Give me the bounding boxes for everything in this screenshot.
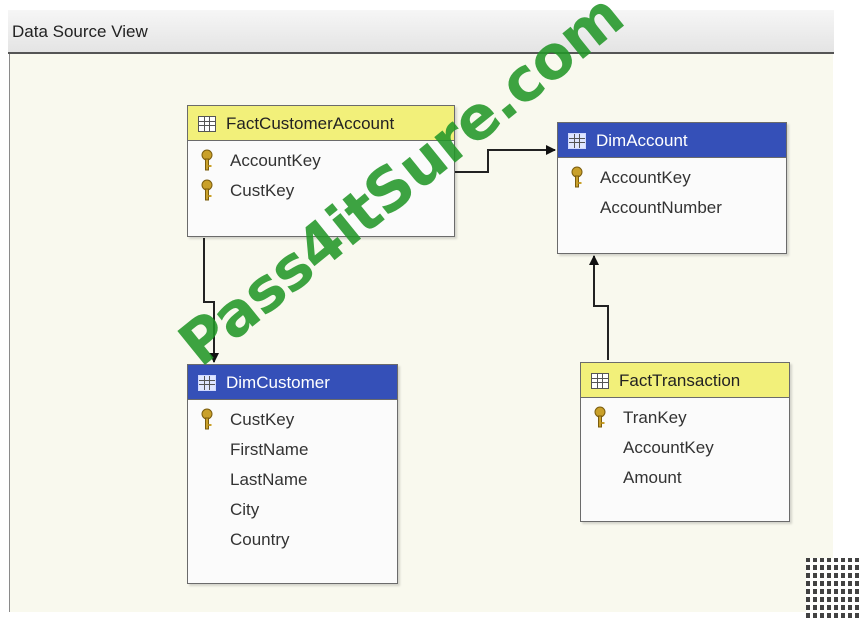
primary-key-icon [201, 408, 213, 430]
primary-key-icon [571, 166, 583, 188]
table-facttransaction[interactable]: FactTransaction TranKey AccountKey Amoun… [580, 362, 790, 522]
table-icon [198, 375, 216, 391]
column-row[interactable]: Amount [581, 462, 789, 492]
column-row[interactable]: LastName [188, 464, 397, 494]
column-row[interactable]: AccountNumber [558, 192, 786, 222]
column-row[interactable]: AccountKey [558, 162, 786, 192]
column-row[interactable]: CustKey [188, 175, 454, 205]
column-name: Country [230, 530, 290, 549]
column-name: CustKey [230, 181, 295, 200]
table-icon [591, 373, 609, 389]
column-row[interactable]: AccountKey [581, 432, 789, 462]
relationship-factcustomeraccount-to-dimaccount[interactable] [455, 145, 556, 173]
column-name: City [230, 500, 260, 519]
column-name: AccountKey [600, 168, 691, 187]
qr-code-icon [806, 558, 860, 618]
column-name: Amount [623, 468, 682, 487]
column-row[interactable]: City [188, 494, 397, 524]
table-title: FactTransaction [619, 371, 741, 390]
table-header[interactable]: FactTransaction [581, 363, 789, 398]
relationship-factcustomeraccount-to-dimcustomer[interactable] [203, 238, 219, 363]
column-name: TranKey [623, 408, 687, 427]
column-name: FirstName [230, 440, 309, 459]
primary-key-icon [201, 149, 213, 171]
table-icon [198, 116, 216, 132]
column-row[interactable]: FirstName [188, 434, 397, 464]
table-title: DimAccount [596, 131, 688, 150]
table-header[interactable]: DimAccount [558, 123, 786, 158]
column-row[interactable]: CustKey [188, 404, 397, 434]
table-dimaccount[interactable]: DimAccount AccountKey AccountNumber [557, 122, 787, 254]
primary-key-icon [201, 179, 213, 201]
column-name: AccountKey [230, 151, 321, 170]
relationship-facttransaction-to-dimaccount[interactable] [589, 255, 609, 360]
data-source-view-header: Data Source View [8, 10, 834, 54]
column-name: CustKey [230, 410, 295, 429]
column-row[interactable]: AccountKey [188, 145, 454, 175]
table-title: FactCustomerAccount [226, 114, 395, 133]
column-row[interactable]: Country [188, 524, 397, 554]
table-header[interactable]: FactCustomerAccount [188, 106, 454, 141]
table-title: DimCustomer [226, 373, 330, 392]
column-row[interactable]: TranKey [581, 402, 789, 432]
table-icon [568, 133, 586, 149]
column-name: AccountKey [623, 438, 714, 457]
table-header[interactable]: DimCustomer [188, 365, 397, 400]
page-title: Data Source View [12, 22, 148, 41]
table-dimcustomer[interactable]: DimCustomer CustKey FirstName LastName C… [187, 364, 398, 584]
column-name: LastName [230, 470, 308, 489]
table-factcustomeraccount[interactable]: FactCustomerAccount AccountKey CustKey [187, 105, 455, 237]
column-name: AccountNumber [600, 198, 722, 217]
primary-key-icon [594, 406, 606, 428]
